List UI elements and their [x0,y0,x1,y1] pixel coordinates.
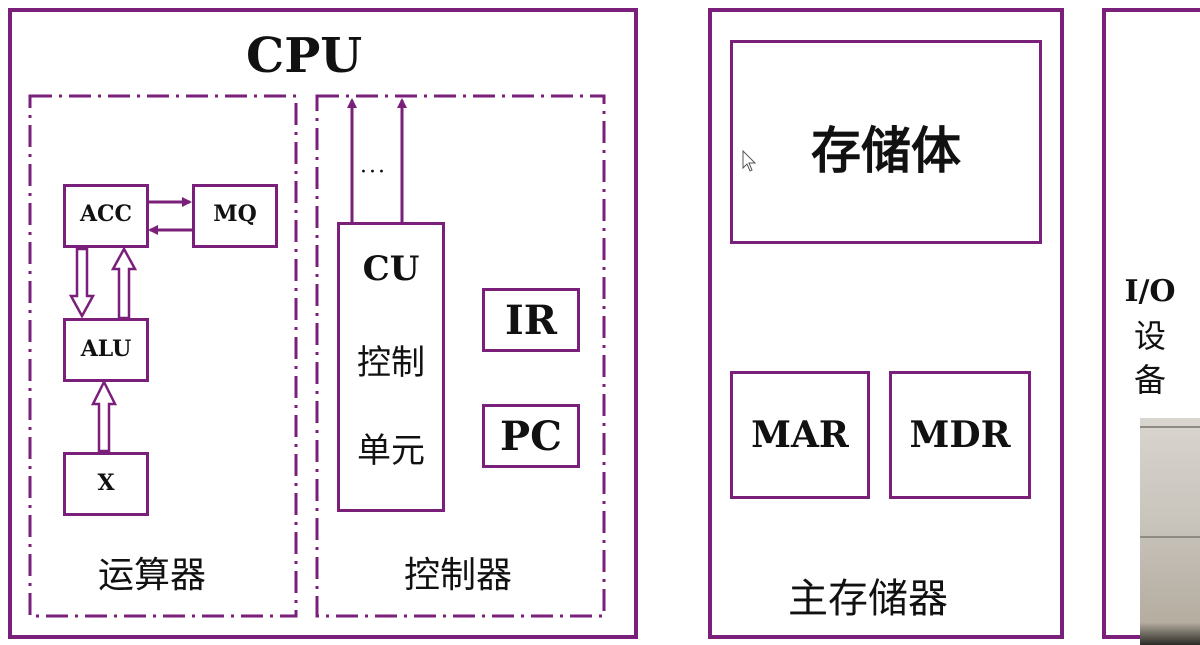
io-label-line1: I/O [1124,274,1176,309]
cu-label-line2: 控制 [357,343,425,383]
alu-unit-caption: 运算器 [98,555,207,596]
control-group-outline [315,94,606,618]
alu-group-outline [28,94,298,618]
mq-register: MQ [192,184,278,248]
acc-to-alu-arrow [68,247,96,319]
x-to-alu-arrow [90,379,118,453]
cu-label-line3: 单元 [357,431,425,471]
acc-register: ACC [63,184,149,248]
alu-block: ALU [63,318,149,382]
mdr-label: MDR [909,414,1011,456]
cpu-title: CPU [246,28,363,84]
io-label-line3: 备 [1133,361,1166,399]
main-memory-outer-box [708,8,1064,639]
mar-register: MAR [730,371,870,499]
main-memory-caption: 主存储器 [788,576,948,622]
cu-signal-ellipsis: ··· [360,160,387,185]
pc-label: PC [500,413,562,460]
alu-to-acc-arrow [110,246,138,320]
io-label-line2: 设 [1133,317,1166,355]
x-register: X [63,452,149,516]
video-overlay-thumbnail [1140,418,1200,645]
mouse-pointer-icon [742,150,757,172]
pc-register: PC [482,404,580,468]
mq-label: MQ [213,201,257,227]
cu-block: CU 控制 单元 [337,222,445,512]
ir-label: IR [505,297,557,344]
cu-label: CU [362,249,420,289]
storage-body-label: 存储体 [811,121,961,180]
x-label: X [97,470,115,496]
alu-label: ALU [80,336,132,362]
control-unit-caption: 控制器 [404,555,513,596]
mdr-register: MDR [889,371,1031,499]
acc-label: ACC [79,201,133,227]
cpu-outer-box [8,8,638,639]
ir-register: IR [482,288,580,352]
mar-label: MAR [751,414,849,456]
storage-body: 存储体 [730,40,1042,244]
